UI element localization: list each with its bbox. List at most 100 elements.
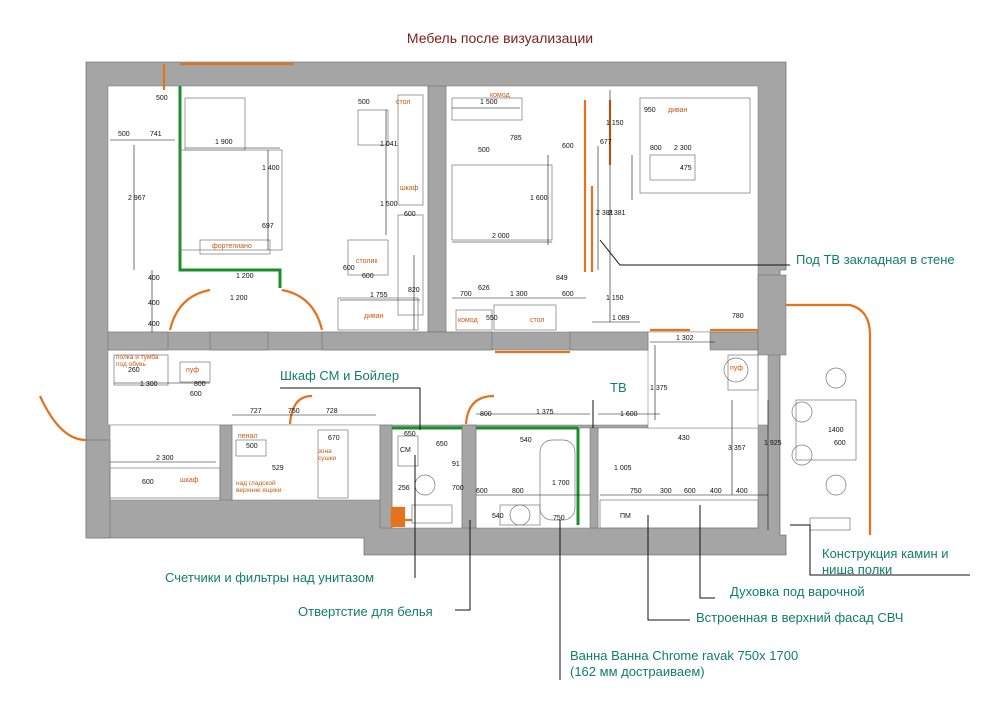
dim-label: 2 000 — [492, 233, 510, 240]
furniture-label: диван — [668, 107, 688, 114]
dim-label: 3 357 — [728, 445, 746, 452]
dim-label: 500 — [358, 99, 370, 106]
furniture-label: фортепиано — [212, 243, 252, 250]
dishwasher-label: ПМ — [620, 513, 631, 520]
dim-label: 728 — [326, 408, 338, 415]
dim-label: 550 — [486, 315, 498, 322]
leader-lines — [280, 239, 970, 680]
dim-label: 700 — [452, 485, 464, 492]
callout-bathtub: Ванна Ванна Chrome ravak 750х 1700 (162 … — [570, 648, 799, 679]
furniture-label: комод — [458, 317, 478, 324]
dim-label: 2 381 — [608, 210, 626, 217]
dim-label: 750 — [288, 408, 300, 415]
dim-label: 600 — [562, 143, 574, 150]
dim-label: 697 — [262, 223, 274, 230]
dim-label: 750 — [630, 488, 642, 495]
dim-label: 1 200 — [236, 273, 254, 280]
dim-label: 1 375 — [650, 385, 668, 392]
furniture-label: шкаф — [180, 477, 199, 484]
dim-label: 785 — [510, 135, 522, 142]
furniture-label: стол — [396, 99, 410, 106]
room-labels: стол шкаф фортепиано столик диван комод … — [116, 92, 743, 520]
dim-label: 540 — [520, 437, 532, 444]
dim-label: 820 — [408, 287, 420, 294]
dim-label: 1 500 — [480, 99, 498, 106]
dim-label: 2 381 — [596, 210, 614, 217]
dim-label: 1 300 — [140, 381, 158, 388]
dim-label: 650 — [404, 431, 416, 438]
dim-label: 500 — [246, 443, 258, 450]
furniture-label: стол — [530, 317, 544, 324]
dim-label: 1400 — [828, 427, 844, 434]
callout-washer-boiler: Шкаф СМ и Бойлер — [280, 368, 400, 383]
dim-label: 1 925 — [764, 440, 782, 447]
dim-label: 540 — [492, 513, 504, 520]
dim-label: 1 089 — [612, 315, 630, 322]
dim-label: 91 — [452, 461, 460, 468]
callout-laundry-hole: Отвертстие для белья — [298, 604, 433, 619]
dim-label: 1 900 — [215, 139, 233, 146]
dim-label: 650 — [436, 441, 448, 448]
dim-label: 500 — [156, 95, 168, 102]
plan-title: Мебель после визуализации — [406, 30, 594, 46]
callout-tv-mount: Под ТВ закладная в стене — [796, 252, 955, 267]
dim-label: 800 — [512, 488, 524, 495]
dimension-lines — [110, 90, 769, 530]
dim-label: 1 300 — [510, 291, 528, 298]
dim-label: 2 967 — [128, 195, 146, 202]
dim-label: 400 — [710, 488, 722, 495]
dim-label: 727 — [250, 408, 262, 415]
dry-zone-label: зона сушки — [318, 448, 336, 462]
dim-label: 800 — [480, 411, 492, 418]
furniture-label: пуф — [186, 367, 199, 374]
dim-label: 300 — [660, 488, 672, 495]
dim-label: 1 302 — [676, 335, 694, 342]
dim-label: 475 — [680, 165, 692, 172]
dim-label: 700 — [460, 291, 472, 298]
dim-label: 600 — [362, 273, 374, 280]
dim-label: 677 — [600, 139, 612, 146]
dim-label: 1 600 — [530, 195, 548, 202]
dim-label: 260 — [128, 367, 140, 374]
callout-fireplace: Конструкция камин и ниша полки — [822, 546, 949, 577]
dim-label: 600 — [684, 488, 696, 495]
dim-label: 400 — [148, 275, 160, 282]
washer-label: СМ — [400, 447, 411, 454]
dim-label: 1 150 — [606, 120, 624, 127]
callout-microwave: Встроенная в верхний фасад СВЧ — [696, 610, 904, 625]
dim-label: 950 — [644, 107, 656, 114]
shelf-shoes-label: полка и тумба под обувь — [116, 354, 158, 368]
dim-label: 600 — [142, 479, 154, 486]
dim-label: 600 — [476, 488, 488, 495]
furniture-label: пуф — [730, 365, 743, 372]
dim-label: 1 005 — [614, 465, 632, 472]
over-mirror-label: над гладской верхние ящики — [236, 480, 281, 494]
dim-label: 2 300 — [674, 145, 692, 152]
furniture-label: комод — [490, 92, 510, 99]
furniture-label: шкаф — [400, 185, 419, 192]
dim-label: 1 150 — [606, 295, 624, 302]
dim-label: 600 — [404, 211, 416, 218]
dim-label: 626 — [478, 285, 490, 292]
callout-meters-filters: Счетчики и фильтры над унитазом — [165, 570, 375, 585]
dim-label: 800 — [194, 381, 206, 388]
dim-label: 400 — [148, 321, 160, 328]
dim-label: 750 — [553, 515, 565, 522]
dim-label: 500 — [118, 131, 130, 138]
dim-label: 1 041 — [380, 141, 398, 148]
dim-label: 1 500 — [380, 201, 398, 208]
dim-label: 670 — [328, 435, 340, 442]
furniture-label: столик — [356, 258, 378, 265]
dim-label: 430 — [678, 435, 690, 442]
dim-label: 800 — [650, 145, 662, 152]
callout-oven: Духовка под варочной — [730, 584, 865, 599]
dim-label: 1 755 — [370, 292, 388, 299]
dim-label: 1 375 — [536, 409, 554, 416]
dim-label: 600 — [834, 440, 846, 447]
dim-label: 600 — [190, 391, 202, 398]
floor-areas — [107, 85, 769, 529]
dimension-labels: 500 741 1 900 1 400 697 2 967 500 500 1 … — [118, 95, 846, 522]
dim-label: 256 — [398, 485, 410, 492]
dim-label: 1 200 — [230, 295, 248, 302]
